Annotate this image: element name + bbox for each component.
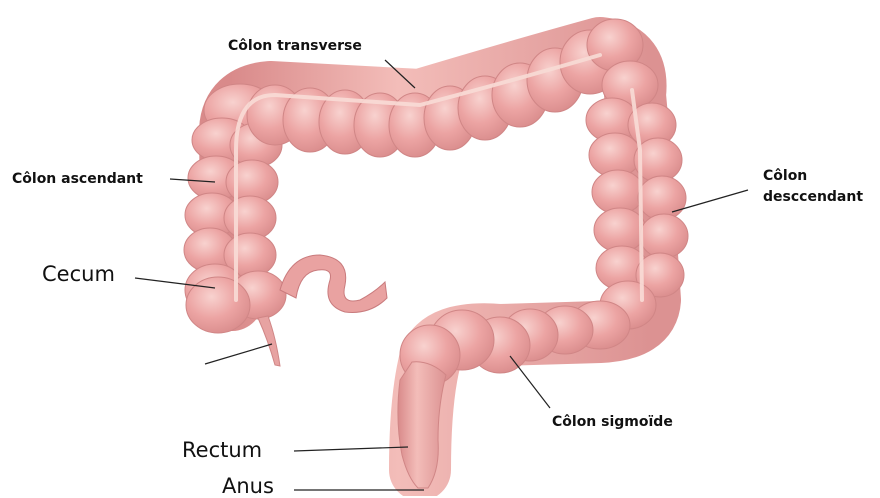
descending-colon [586,61,688,329]
ileum-stub [280,255,387,312]
label-ascending-colon: Côlon ascendant [12,171,143,187]
label-anus: Anus [222,474,274,498]
label-rectum: Rectum [182,438,262,462]
label-transverse-colon: Côlon transverse [228,38,362,54]
appendix-leader [205,344,272,364]
label-sigmoid-colon: Côlon sigmoïde [552,414,673,430]
label-descending-colon-line2: desccendant [763,189,863,205]
label-descending-colon-line1: Côlon [763,168,807,184]
appendix [258,316,280,366]
label-cecum: Cecum [42,262,115,286]
